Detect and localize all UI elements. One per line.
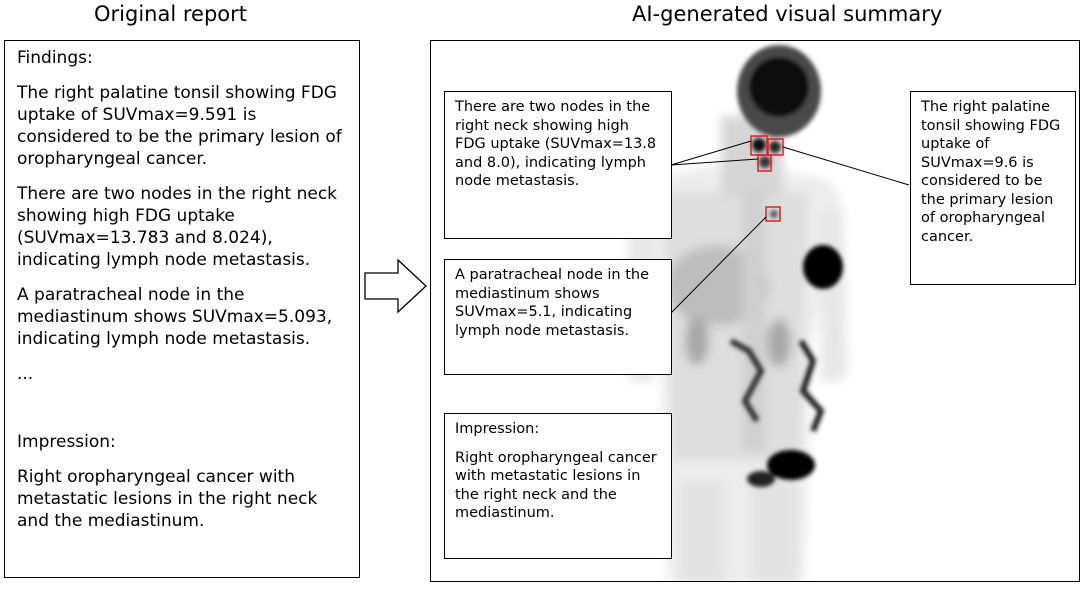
visual-summary-heading: AI-generated visual summary <box>632 2 943 26</box>
callout-neck-nodes-text: There are two nodes in the right neck sh… <box>455 99 657 189</box>
callout-impression: Impression: Right oropharyngeal cancer w… <box>444 413 672 559</box>
visual-summary-panel: There are two nodes in the right neck sh… <box>430 40 1080 582</box>
finding-tonsil: The right palatine tonsil showing FDG up… <box>17 83 342 169</box>
right-arrow-icon <box>364 258 427 314</box>
finding-neck-nodes: There are two nodes in the right neck sh… <box>17 184 338 270</box>
callout-impression-label: Impression: <box>455 421 540 437</box>
findings-label: Findings: <box>17 48 93 68</box>
paratracheal-highlight <box>765 206 781 222</box>
impression-text: Right oropharyngeal cancer with metastat… <box>17 467 318 531</box>
callout-neck-nodes: There are two nodes in the right neck sh… <box>444 91 672 239</box>
callout-paratracheal: A paratracheal node in the mediastinum s… <box>444 259 672 375</box>
impression-label: Impression: <box>17 432 116 452</box>
callout-impression-text: Right oropharyngeal cancer with metastat… <box>455 449 657 522</box>
finding-paratracheal: A paratracheal node in the mediastinum s… <box>17 285 333 349</box>
callout-tonsil-text: The right palatine tonsil showing FDG up… <box>921 99 1061 245</box>
report-ellipsis: ... <box>17 364 34 384</box>
callout-tonsil: The right palatine tonsil showing FDG up… <box>910 91 1076 285</box>
original-report-panel: Findings: The right palatine tonsil show… <box>4 40 360 578</box>
callout-paratracheal-text: A paratracheal node in the mediastinum s… <box>455 267 650 339</box>
original-report-heading: Original report <box>94 2 247 26</box>
